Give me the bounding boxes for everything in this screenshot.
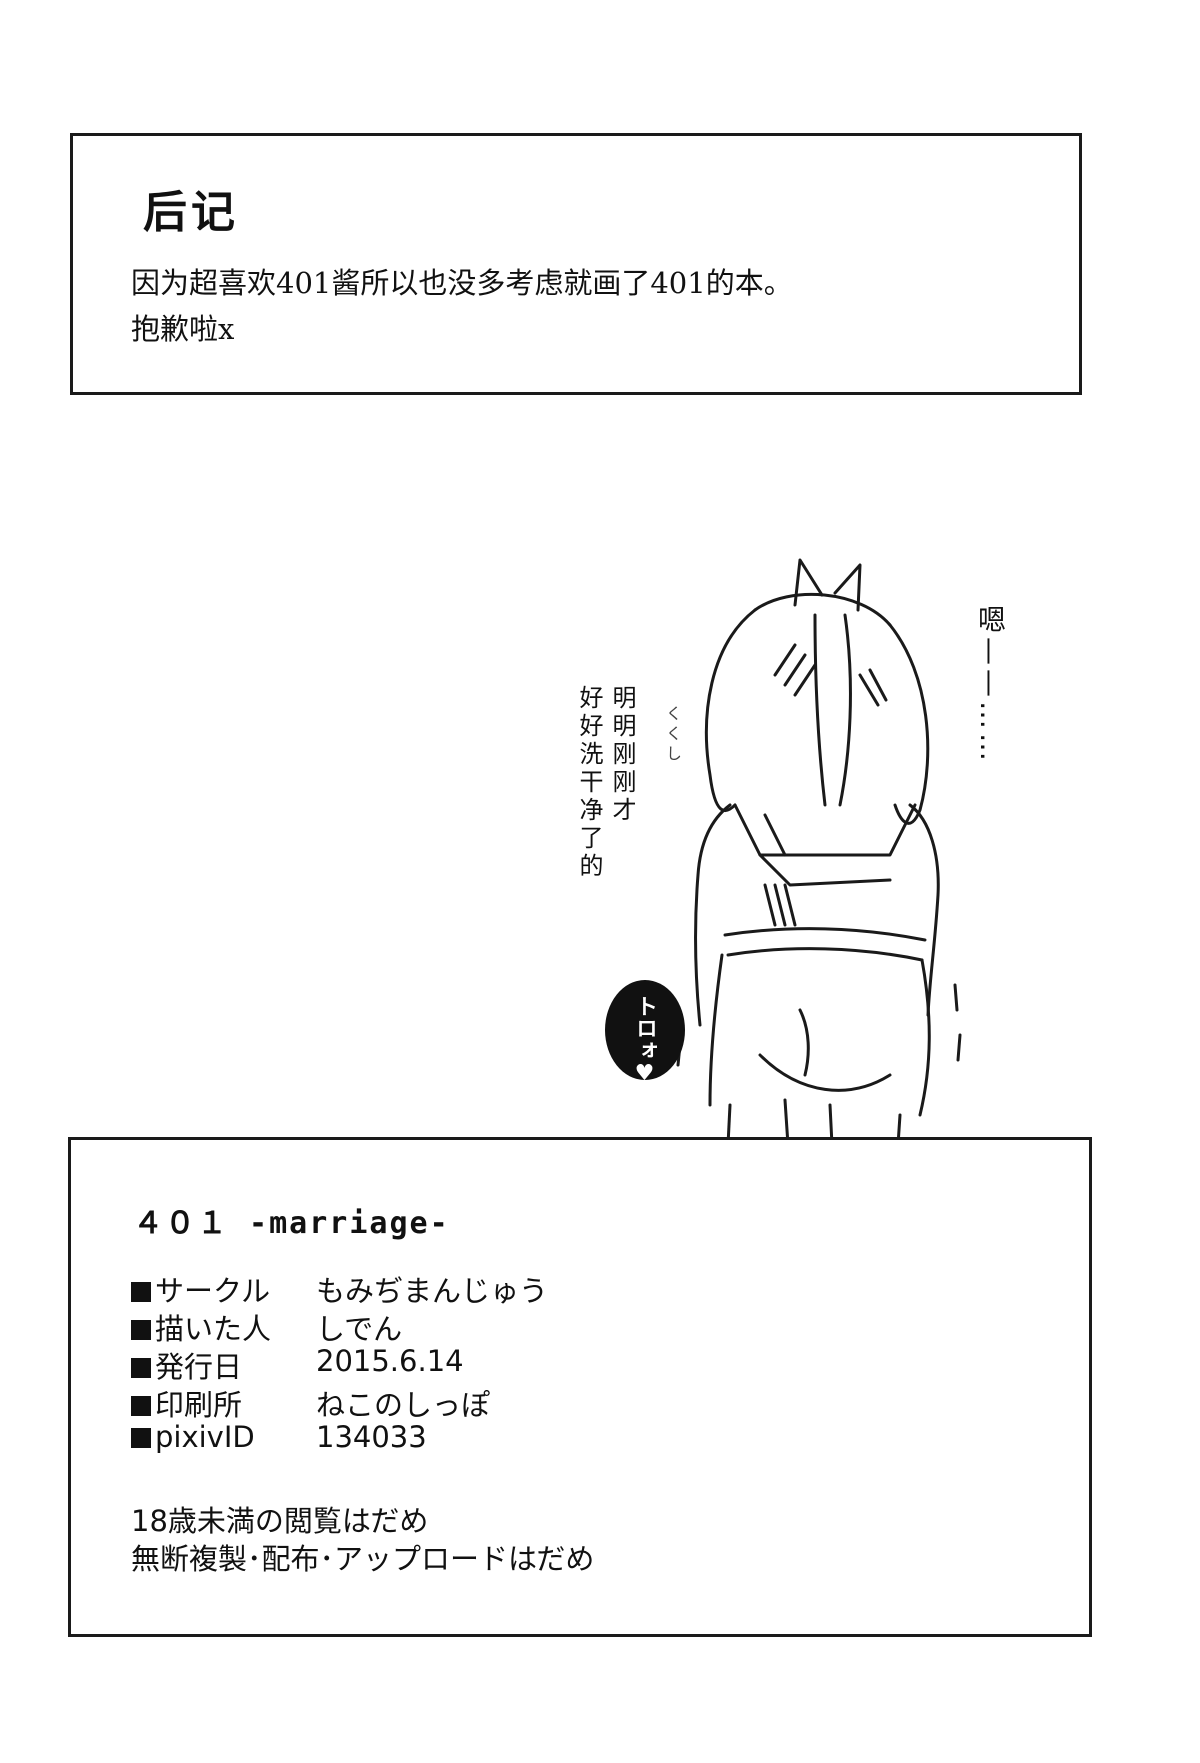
square-bullet-icon [131,1358,151,1378]
row-label: 印刷所 [155,1388,243,1422]
speech-left-column-1: 明明刚刚才 [608,685,636,825]
speech-right: 嗯——…… [974,605,1007,765]
row-label: 発行日 [155,1350,243,1384]
sfx-bubble-text: トロォ♥ [632,995,657,1086]
sfx-bubble-shape [605,980,685,1080]
row-value: しでん [316,1312,403,1346]
square-bullet-icon [131,1282,151,1302]
square-bullet-icon [131,1396,151,1416]
square-bullet-icon [131,1428,151,1448]
speech-left-column-2: 好好洗干净了的 [575,685,603,881]
afterword-line: 抱歉啦x [131,312,235,346]
row-value: 2015.6.14 [316,1344,464,1378]
row-label: サークル [155,1274,271,1308]
row-value: もみぢまんじゅう [316,1274,549,1308]
book-title: ４０１ -marriage- [133,1206,450,1241]
row-value: ねこのしっぽ [316,1388,491,1422]
character-illustration: トロォ♥ 嗯——…… 明明刚刚才 好好洗干净了的 くくし [560,555,1080,1147]
square-bullet-icon [131,1320,151,1340]
afterword-line: 因为超喜欢401酱所以也没多考虑就画了401的本。 [131,266,793,300]
age-notice: 18歳未満の閲覧はだめ [131,1504,429,1538]
row-label: 描いた人 [155,1312,272,1346]
afterword-box: 后记 因为超喜欢401酱所以也没多考虑就画了401的本。 抱歉啦x [70,133,1082,395]
row-value: 134033 [316,1420,427,1454]
colophon-box: ４０１ -marriage- サークル もみぢまんじゅう 描いた人 しでん 発行… [68,1137,1092,1637]
afterword-title: 后记 [143,187,239,238]
sfx-small: くくし [663,705,682,765]
girl-from-behind-drawing [605,558,962,1147]
row-label: pixivID [155,1420,255,1454]
copy-notice: 無断複製･配布･アップロードはだめ [131,1542,595,1576]
